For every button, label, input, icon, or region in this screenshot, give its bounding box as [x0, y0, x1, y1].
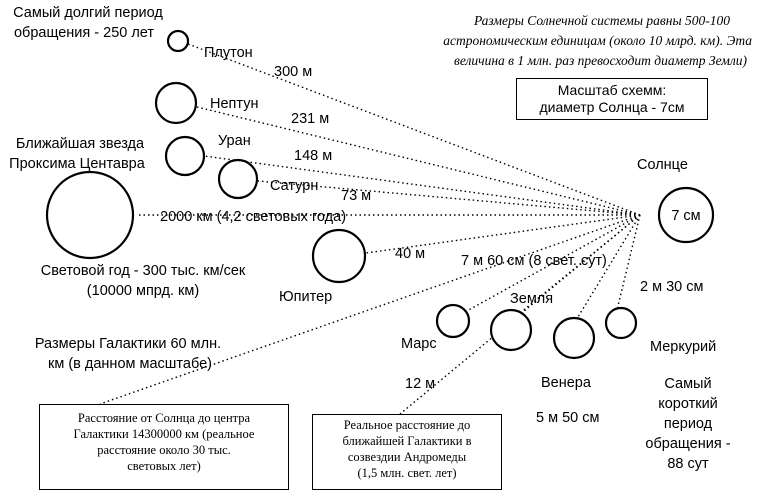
uranus-distance: 148 м — [294, 148, 332, 164]
earth-circle — [489, 308, 533, 352]
neptune-label: Нептун — [210, 96, 258, 112]
line-to-venus — [577, 214, 641, 318]
svg-text:км (в данном масштабе): км (в данном масштабе) — [48, 356, 212, 372]
uranus-label: Уран — [218, 133, 251, 149]
galaxy-size-label: Размеры Галактики 60 млн. км (в данном м… — [35, 336, 221, 372]
mercury-label: Меркурий — [650, 339, 716, 355]
svg-text:обращения -: обращения - — [645, 436, 730, 452]
proxima-title: Ближайшая звезда Проксима Центавра — [9, 136, 146, 172]
venus-distance: 5 м 50 см — [536, 410, 599, 426]
svg-text:88 сут: 88 сут — [667, 456, 709, 472]
venus-label: Венера — [541, 375, 592, 391]
mars-circle — [435, 303, 471, 339]
galactic-center-line-4: световых лет) — [127, 459, 201, 473]
earth-distance: 7 м 60 см (8 свет. сут) — [461, 253, 607, 269]
line-to-galactic-center — [99, 214, 641, 405]
svg-text:величина в 1 млн. раз превосхо: величина в 1 млн. раз превосходит диамет… — [454, 53, 748, 68]
proxima-circle — [45, 170, 135, 260]
line-to-pluto — [187, 43, 641, 216]
neptune-distance: 231 м — [291, 111, 329, 127]
svg-text:(10000 мпрд. км): (10000 мпрд. км) — [87, 283, 199, 299]
sun-size: 7 см — [671, 208, 700, 224]
svg-text:обращения - 250 лет: обращения - 250 лет — [14, 25, 154, 41]
line-to-saturn — [257, 180, 641, 216]
pluto-label: Плутон — [204, 45, 253, 61]
galactic-center-line-3: расстояние около 30 тыс. — [97, 443, 231, 457]
pluto-circle — [166, 29, 190, 53]
line-to-mercury — [616, 214, 641, 311]
andromeda-line-4: (1,5 млн. свет. лет) — [357, 466, 457, 480]
andromeda-line-2: ближайшей Галактики в — [342, 434, 472, 448]
svg-text:Самый: Самый — [664, 376, 711, 392]
proxima-distance: 2000 км (4,2 световых года) — [160, 209, 346, 225]
line-to-uranus — [203, 155, 641, 216]
sun-label: Солнце — [637, 157, 688, 173]
galactic-center-line-2: Галактики 14300000 км (реальное — [73, 427, 255, 441]
jupiter-label: Юпитер — [279, 289, 332, 305]
svg-text:Проксима Центавра: Проксима Центавра — [9, 156, 146, 172]
svg-text:Самый долгий период: Самый долгий период — [13, 5, 163, 21]
uranus-circle — [164, 135, 206, 177]
mars-label: Марс — [401, 336, 437, 352]
scale-box-line-2: диаметр Солнца - 7см — [539, 99, 685, 115]
mercury-circle — [604, 306, 638, 340]
line-to-mars — [464, 214, 641, 313]
svg-text:Размеры Солнечной системы равн: Размеры Солнечной системы равны 500-100 — [473, 13, 730, 28]
jupiter-circle — [311, 228, 367, 284]
mercury-distance: 2 м 30 см — [640, 279, 703, 295]
shortest-period-label: Самый короткий период обращения - 88 сут — [645, 376, 730, 472]
earth-label: Земля — [510, 291, 553, 307]
saturn-circle — [217, 158, 259, 200]
jupiter-distance: 40 м — [395, 246, 425, 262]
galactic-center-box: Расстояние от Солнца до центра Галактики… — [39, 404, 289, 490]
distance-lines — [99, 43, 641, 415]
svg-text:короткий: короткий — [658, 396, 718, 412]
andromeda-line-1: Реальное расстояние до — [343, 418, 471, 432]
venus-circle — [552, 316, 596, 360]
scale-box: Масштаб схемм: диаметр Солнца - 7см — [516, 78, 708, 120]
andromeda-box: Реальное расстояние до ближайшей Галакти… — [312, 414, 502, 490]
svg-text:астрономическим единицам (окол: астрономическим единицам (около 10 млрд.… — [443, 33, 752, 48]
sun-circle — [657, 186, 715, 244]
light-year-label: Световой год - 300 тыс. км/сек (10000 мп… — [41, 263, 246, 299]
svg-text:Размеры Галактики 60 млн.: Размеры Галактики 60 млн. — [35, 336, 221, 352]
line-to-neptune — [196, 106, 641, 216]
mars-distance: 12 м — [405, 376, 435, 392]
scale-box-line-1: Масштаб схемм: — [557, 82, 667, 98]
line-to-jupiter — [365, 214, 641, 254]
neptune-circle — [154, 81, 198, 125]
pluto-distance: 300 м — [274, 64, 312, 80]
galactic-center-line-1: Расстояние от Солнца до центра — [77, 411, 251, 425]
svg-text:Ближайшая звезда: Ближайшая звезда — [16, 136, 145, 152]
longest-period-label: Самый долгий период обращения - 250 лет — [13, 5, 163, 41]
svg-text:Световой год - 300 тыс. км/сек: Световой год - 300 тыс. км/сек — [41, 263, 246, 279]
andromeda-line-3: созвездии Андромеды — [347, 450, 467, 464]
header-note: Размеры Солнечной системы равны 500-100 … — [443, 13, 752, 68]
saturn-distance: 73 м — [341, 188, 371, 204]
saturn-label: Сатурн — [270, 178, 318, 194]
svg-text:период: период — [664, 416, 713, 432]
